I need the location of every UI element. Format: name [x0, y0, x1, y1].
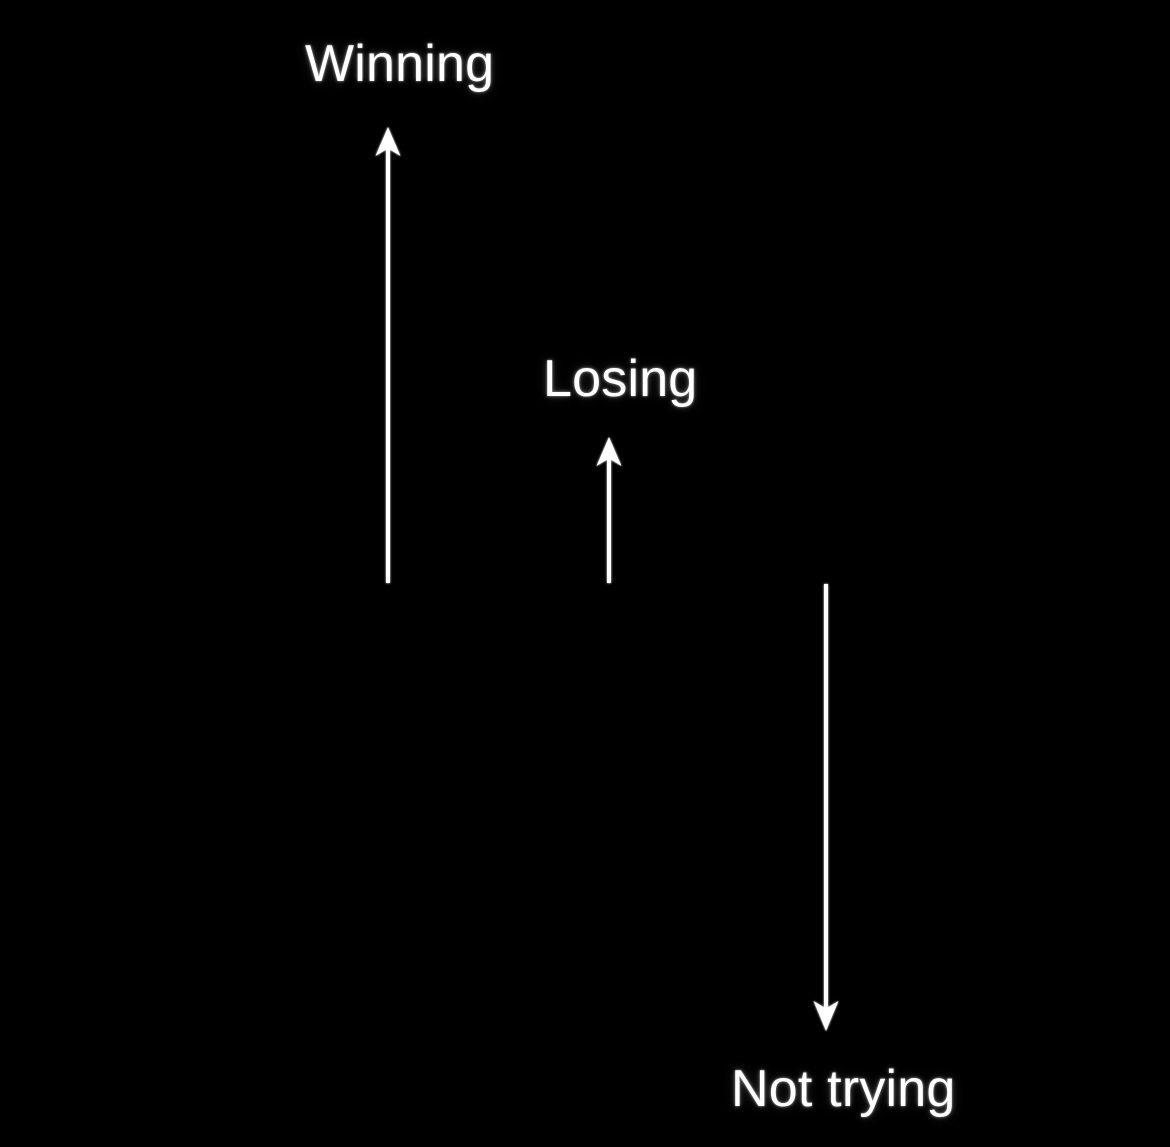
label-losing: Losing [543, 350, 698, 408]
winning-arrow [375, 127, 401, 583]
not-trying-arrow [813, 584, 839, 1031]
label-winning: Winning [305, 35, 495, 93]
losing-arrow [596, 437, 622, 583]
label-not-trying: Not trying [731, 1060, 956, 1118]
